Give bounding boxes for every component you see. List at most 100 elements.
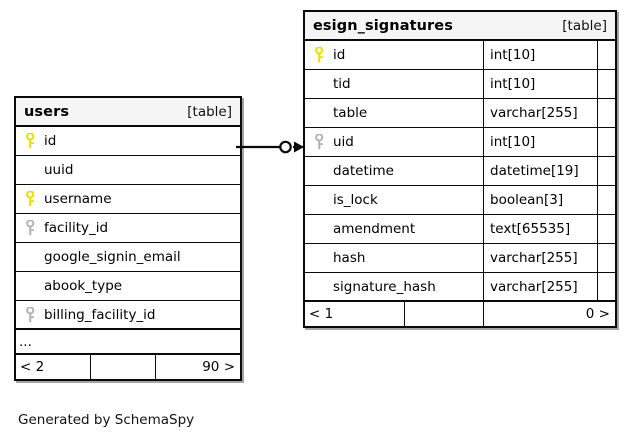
no-key-icon [311,105,329,121]
column-type-cell: varchar[255] [483,273,597,300]
child-relations-count[interactable]: 90 > [155,355,240,379]
column-name: datetime [333,163,394,179]
primary-key-icon [22,133,40,149]
column-name: id [44,133,57,149]
column-pad-cell [597,41,615,69]
column-name: signature_hash [333,278,436,295]
column-pad-cell [597,186,615,214]
no-key-icon [311,76,329,92]
column-name-cell: amendment [305,215,483,243]
column-name-cell: id [305,41,483,69]
foreign-key-icon [22,306,40,323]
zero-cardinality-marker [279,140,292,154]
table-row[interactable]: google_signin_email [16,243,240,272]
table-row[interactable]: uid int[10] [305,128,615,157]
no-key-icon [311,192,329,208]
column-name-cell: uuid [16,156,240,184]
no-key-icon [311,250,329,266]
column-pad-cell [597,215,615,243]
column-name-cell: signature_hash [305,273,483,300]
parent-relations-count[interactable]: < 1 [309,306,334,322]
primary-key-icon [311,47,329,63]
parent-relations-count[interactable]: < 2 [20,359,45,375]
column-name-cell: id [16,127,240,155]
column-type: text[65535] [490,221,571,237]
column-name-cell: uid [305,128,483,156]
relationship-connector-users-esign-signatures[interactable] [236,132,312,162]
foreign-key-icon [311,134,329,150]
table-row[interactable]: facility_id [16,214,240,243]
table-row[interactable]: id int[10] [305,41,615,70]
table-users-header: users [table] [16,98,240,127]
table-row[interactable]: billing_facility_id [16,301,240,330]
column-name-cell: google_signin_email [16,243,240,271]
column-name: username [44,191,112,207]
column-name-cell: is_lock [305,186,483,214]
column-name-cell: facility_id [16,214,240,242]
table-row[interactable]: datetime datetime[19] [305,157,615,186]
table-users-columns: id uuid us [16,127,240,355]
column-type-cell: text[65535] [483,215,597,243]
column-type: varchar[255] [490,105,578,121]
no-key-icon [311,279,329,295]
column-name: facility_id [44,220,109,236]
no-key-icon [22,249,40,265]
column-name: tid [333,76,351,92]
column-name: google_signin_email [44,249,181,265]
column-type: varchar[255] [490,250,578,266]
column-type-cell: datetime[19] [483,157,597,185]
column-type: varchar[255] [490,278,578,295]
column-type-cell: varchar[255] [483,244,597,272]
column-pad-cell [597,244,615,272]
column-type: int[10] [490,134,536,150]
column-pad-cell [597,128,615,156]
column-pad-cell [597,273,615,300]
table-row[interactable]: id [16,127,240,156]
table-row[interactable]: amendment text[65535] [305,215,615,244]
column-pad-cell [597,70,615,98]
table-users[interactable]: users [table] id [14,96,242,381]
no-key-icon [311,163,329,179]
column-name-cell: billing_facility_id [16,301,240,328]
table-row[interactable]: signature_hash varchar[255] [305,273,615,302]
generated-by-caption: Generated by SchemaSpy [18,412,195,428]
column-type-cell: int[10] [483,128,597,156]
table-row[interactable]: table varchar[255] [305,99,615,128]
table-row[interactable]: is_lock boolean[3] [305,186,615,215]
table-esign-signatures-columns: id int[10] tid int[10] [305,41,615,302]
column-name: abook_type [44,278,123,294]
column-name-cell: abook_type [16,272,240,300]
column-name: uuid [44,162,74,178]
column-type: boolean[3] [490,192,564,208]
column-name-cell: username [16,185,240,213]
child-relations-count[interactable]: 0 > [483,302,615,326]
table-esign-signatures-footer: < 1 0 > [305,302,615,326]
table-esign-signatures-tag: [table] [562,17,607,34]
footer-spacer [404,302,483,326]
column-name: id [333,47,346,63]
table-row[interactable]: username [16,185,240,214]
more-columns-indicator: ... [16,330,240,355]
column-type-cell: int[10] [483,70,597,98]
column-name-cell: hash [305,244,483,272]
table-users-title: users [24,103,70,120]
column-name: table [333,105,368,121]
column-type-cell: boolean[3] [483,186,597,214]
column-type-cell: int[10] [483,41,597,69]
column-name-cell: table [305,99,483,127]
column-type-cell: varchar[255] [483,99,597,127]
table-esign-signatures[interactable]: esign_signatures [table] id int[10] [303,10,617,328]
table-row[interactable]: hash varchar[255] [305,244,615,273]
table-row[interactable]: abook_type [16,272,240,301]
table-row[interactable]: tid int[10] [305,70,615,99]
table-row[interactable]: uuid [16,156,240,185]
no-key-icon [311,221,329,237]
primary-key-icon [22,191,40,207]
column-type: int[10] [490,47,536,63]
foreign-key-icon [22,220,40,236]
column-name: billing_facility_id [44,306,156,323]
column-name: amendment [333,221,416,237]
ellipsis-label: ... [19,333,32,350]
footer-spacer [90,355,155,379]
